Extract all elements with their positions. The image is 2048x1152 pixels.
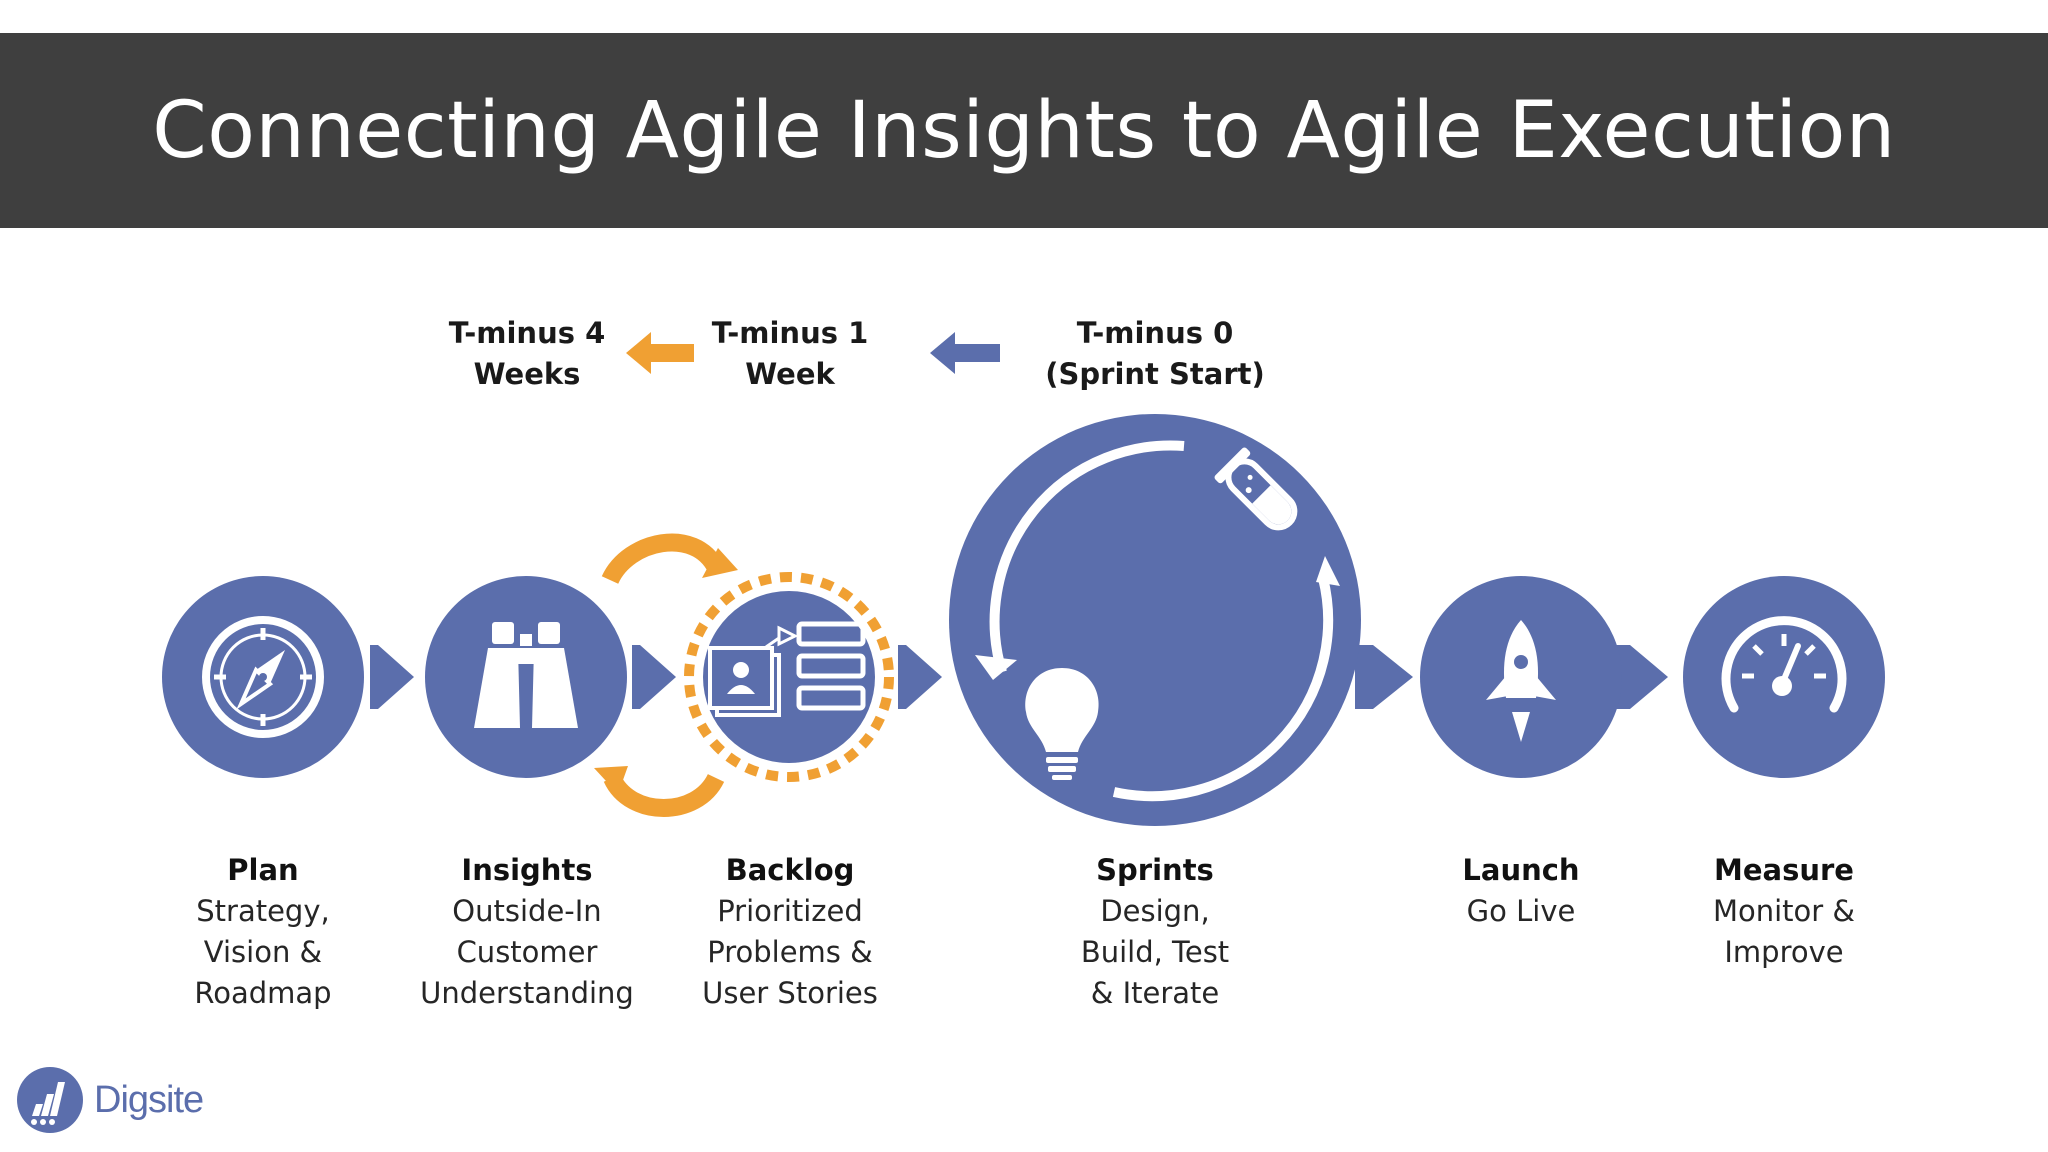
stage-desc: Problems & [707,935,873,969]
stage-label-sprints: Sprints Design, Build, Test & Iterate [1015,850,1295,1014]
page-title: Connecting Agile Insights to Agile Execu… [152,85,1896,176]
stage-name-insights: Insights [461,853,593,887]
connector-backlog-sprints [898,645,942,709]
compass-icon [202,616,324,738]
stage-label-insights: Insights Outside-In Customer Understandi… [387,850,667,1014]
timeline-t1-line1: T-minus 1 [711,316,869,350]
logo-text: Digsite [94,1078,204,1121]
timeline-arrow-blue [930,332,1000,374]
stage-desc: Build, Test [1080,935,1230,969]
stage-desc: Understanding [420,976,634,1010]
stage-label-backlog: Backlog Prioritized Problems & User Stor… [650,850,930,1014]
stage-label-launch: Launch Go Live [1381,850,1661,932]
connector-sprints-launch [1355,645,1413,709]
stage-name-launch: Launch [1462,853,1580,887]
stage-name-plan: Plan [227,853,299,887]
timeline-t1-line2: Week [745,357,835,391]
timeline-t4-line1: T-minus 4 [448,316,606,350]
backlog-board-icon [708,621,866,717]
stage-desc: & Iterate [1090,976,1220,1010]
timeline-label-t1: T-minus 1 Week [660,313,920,395]
plan-circle [162,576,364,778]
stage-desc: Customer [456,935,598,969]
stage-name-measure: Measure [1714,853,1854,887]
stage-label-plan: Plan Strategy, Vision & Roadmap [123,850,403,1014]
timeline-label-t0: T-minus 0 (Sprint Start) [1025,313,1285,395]
connector-plan-insights [370,645,414,709]
measure-circle [1683,576,1885,778]
feedback-arrow-top [601,533,738,585]
stage-desc: Improve [1724,935,1844,969]
stage-desc: Monitor & [1712,894,1856,928]
binoculars-icon [474,622,578,728]
stage-desc: Prioritized [717,894,863,928]
cycle-icon [975,440,1340,802]
stage-label-measure: Measure Monitor & Improve [1644,850,1924,973]
test-tube-icon [1214,447,1298,531]
digsite-logo: Digsite [16,1064,204,1136]
rocket-icon [1486,620,1556,742]
connector-launch-measure [1614,645,1668,709]
stage-desc: Roadmap [194,976,332,1010]
stage-desc: Strategy, [196,894,330,928]
stage-name-sprints: Sprints [1096,853,1214,887]
stage-desc: User Stories [702,976,878,1010]
stage-desc: Go Live [1466,894,1576,928]
stage-desc: Outside-In [452,894,602,928]
connector-insights-backlog [632,645,676,709]
timeline-t0-line2: (Sprint Start) [1045,357,1265,391]
stage-desc: Vision & [203,935,323,969]
timeline-label-t4: T-minus 4 Weeks [397,313,657,395]
timeline-t0-line1: T-minus 0 [1076,316,1234,350]
launch-circle [1420,576,1622,778]
insights-circle [425,576,627,778]
lightbulb-icon [1025,668,1099,780]
backlog-circle [684,572,894,782]
sprints-circle [949,414,1361,826]
feedback-arrow-bottom [594,766,725,817]
title-bar: Connecting Agile Insights to Agile Execu… [0,33,2048,228]
gauge-icon [1721,616,1847,713]
digsite-logo-icon [17,1067,83,1133]
stage-desc: Design, [1100,894,1210,928]
timeline-arrow-orange [626,332,694,374]
timeline-t4-line2: Weeks [473,357,581,391]
stage-connectors [370,645,1668,709]
stage-name-backlog: Backlog [725,853,855,887]
